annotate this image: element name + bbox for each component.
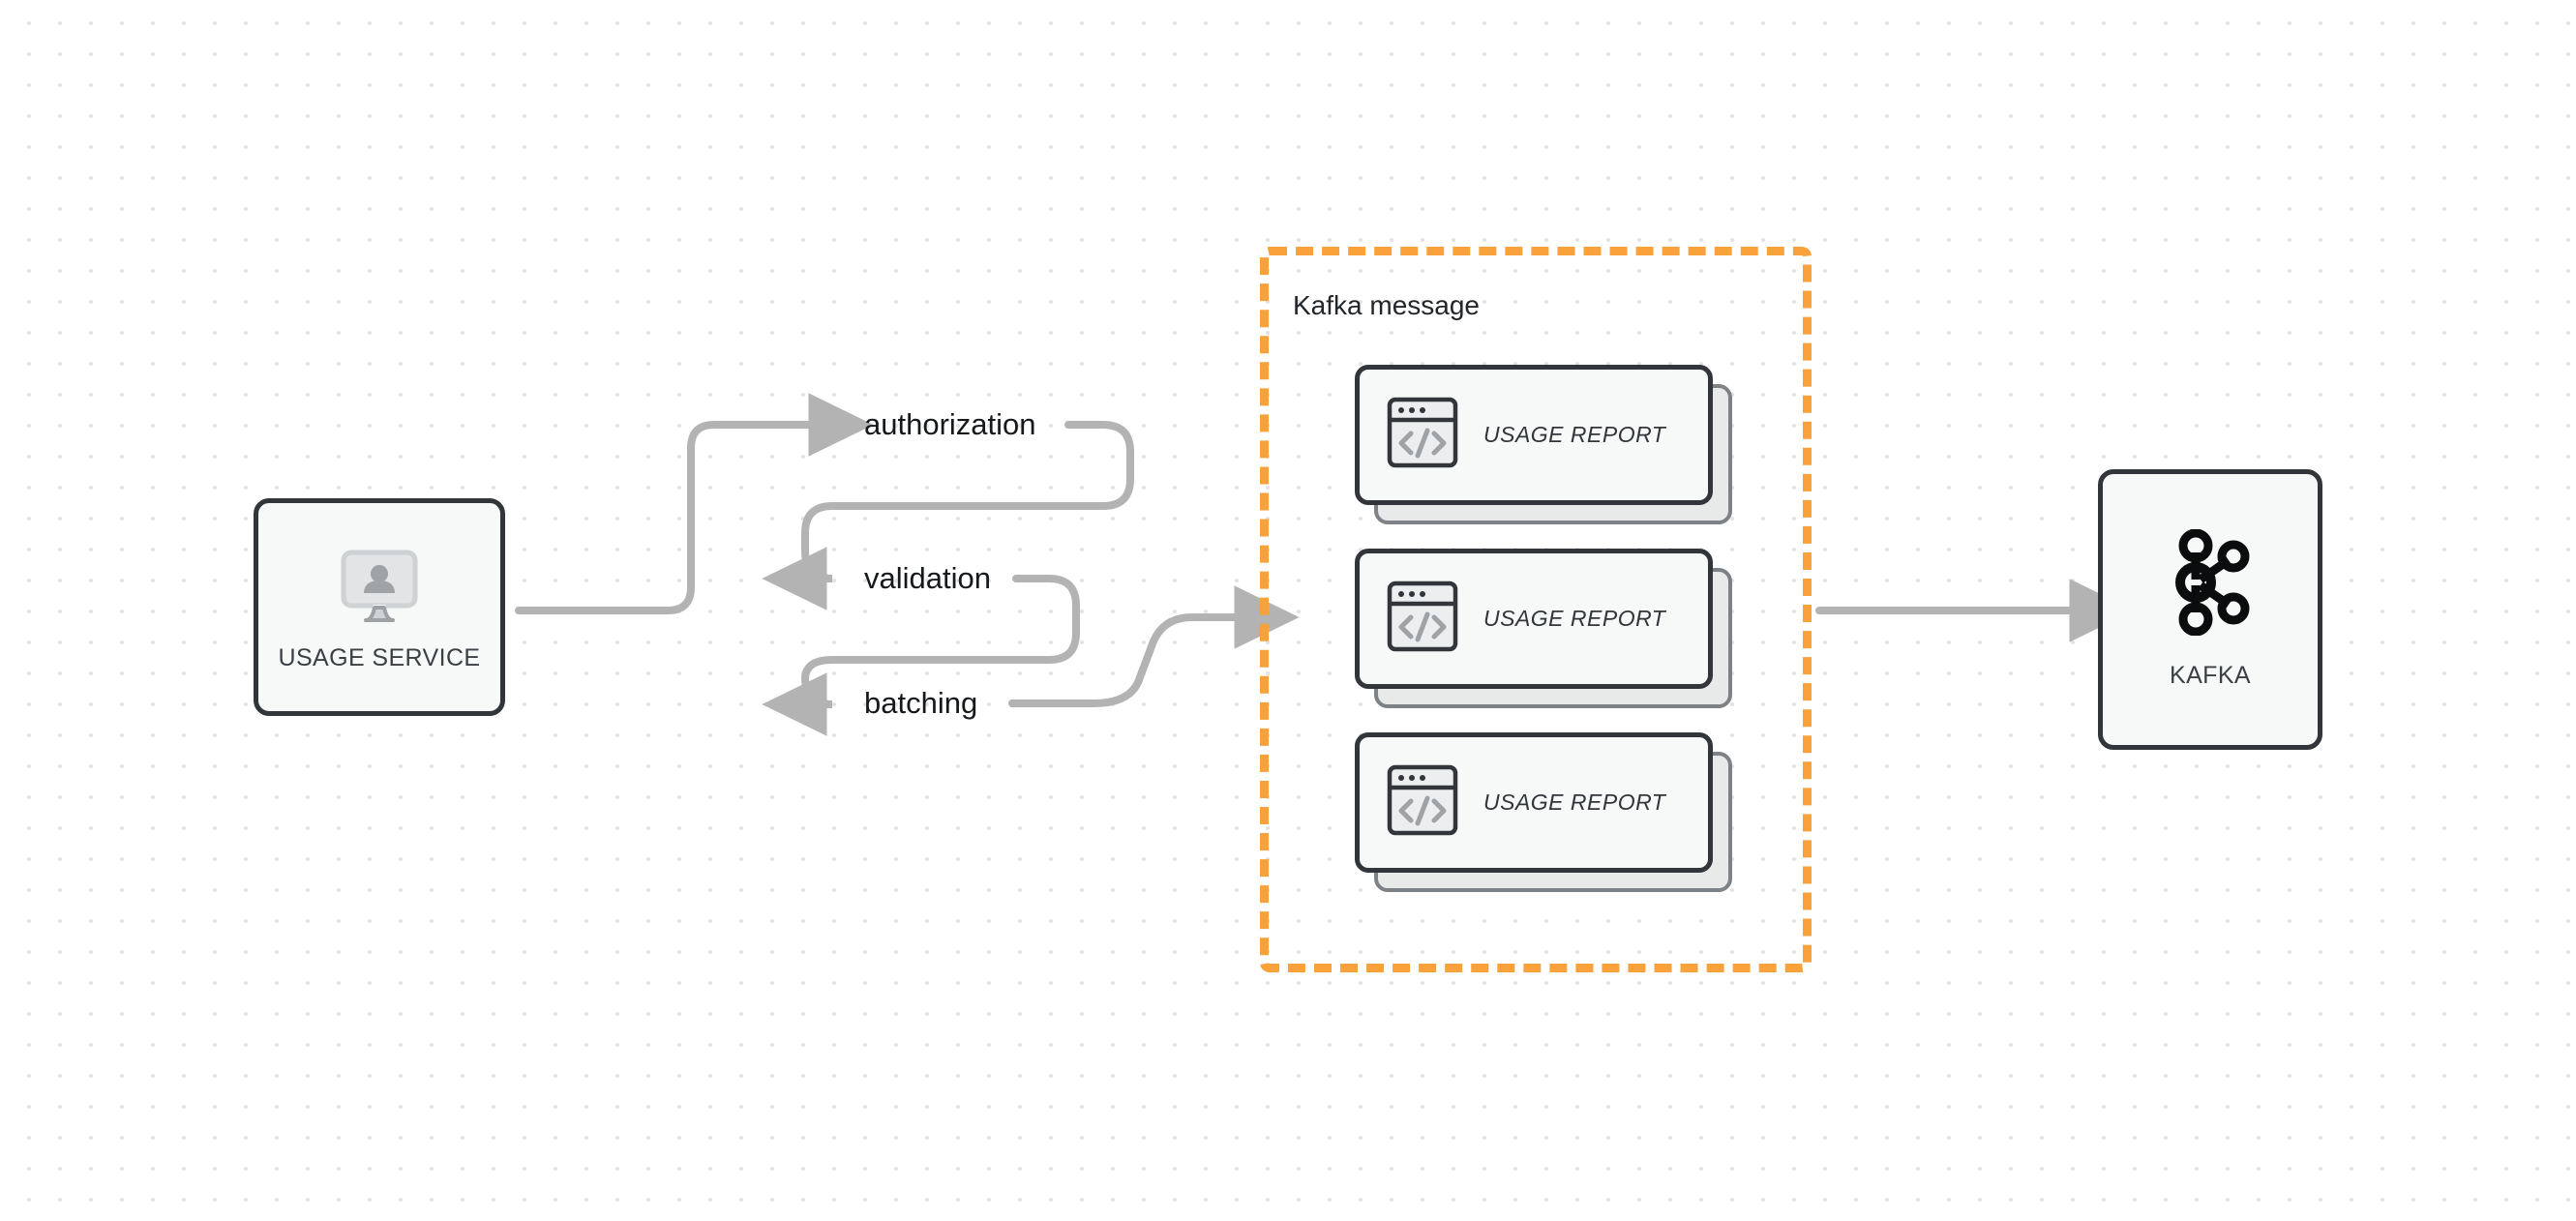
card-face[interactable]: USAGE REPORT [1355, 365, 1713, 505]
connector-usage-service-to-authorization [515, 393, 874, 614]
card-label: USAGE REPORT [1483, 422, 1666, 447]
connector-authorization-to-validation [762, 421, 1134, 610]
step-label-batching: batching [864, 686, 978, 720]
connector-batching-to-kafka-message [1008, 585, 1300, 707]
card-usage-report[interactable]: USAGE REPORT [1355, 549, 1732, 708]
step-label-authorization: authorization [864, 407, 1036, 441]
step-label-validation: validation [864, 561, 991, 595]
card-face[interactable]: USAGE REPORT [1355, 549, 1713, 689]
monitor-user-icon [335, 549, 424, 631]
node-label-kafka: KAFKA [2170, 662, 2251, 689]
card-label: USAGE REPORT [1483, 789, 1666, 815]
kafka-logo-icon [2169, 528, 2252, 640]
card-usage-report[interactable]: USAGE REPORT [1355, 732, 1732, 892]
card-usage-report[interactable]: USAGE REPORT [1355, 365, 1732, 524]
node-label-usage-service: USAGE SERVICE [278, 643, 481, 671]
code-window-icon [1387, 764, 1458, 841]
card-label: USAGE REPORT [1483, 606, 1666, 631]
code-window-icon [1387, 397, 1458, 473]
node-usage-service[interactable]: USAGE SERVICE [254, 498, 505, 716]
card-face[interactable]: USAGE REPORT [1355, 732, 1713, 873]
node-kafka[interactable]: KAFKA [2098, 469, 2322, 750]
group-title-kafka-message: Kafka message [1293, 290, 1480, 320]
code-window-icon [1387, 581, 1458, 657]
group-kafka-message [1260, 247, 1812, 972]
